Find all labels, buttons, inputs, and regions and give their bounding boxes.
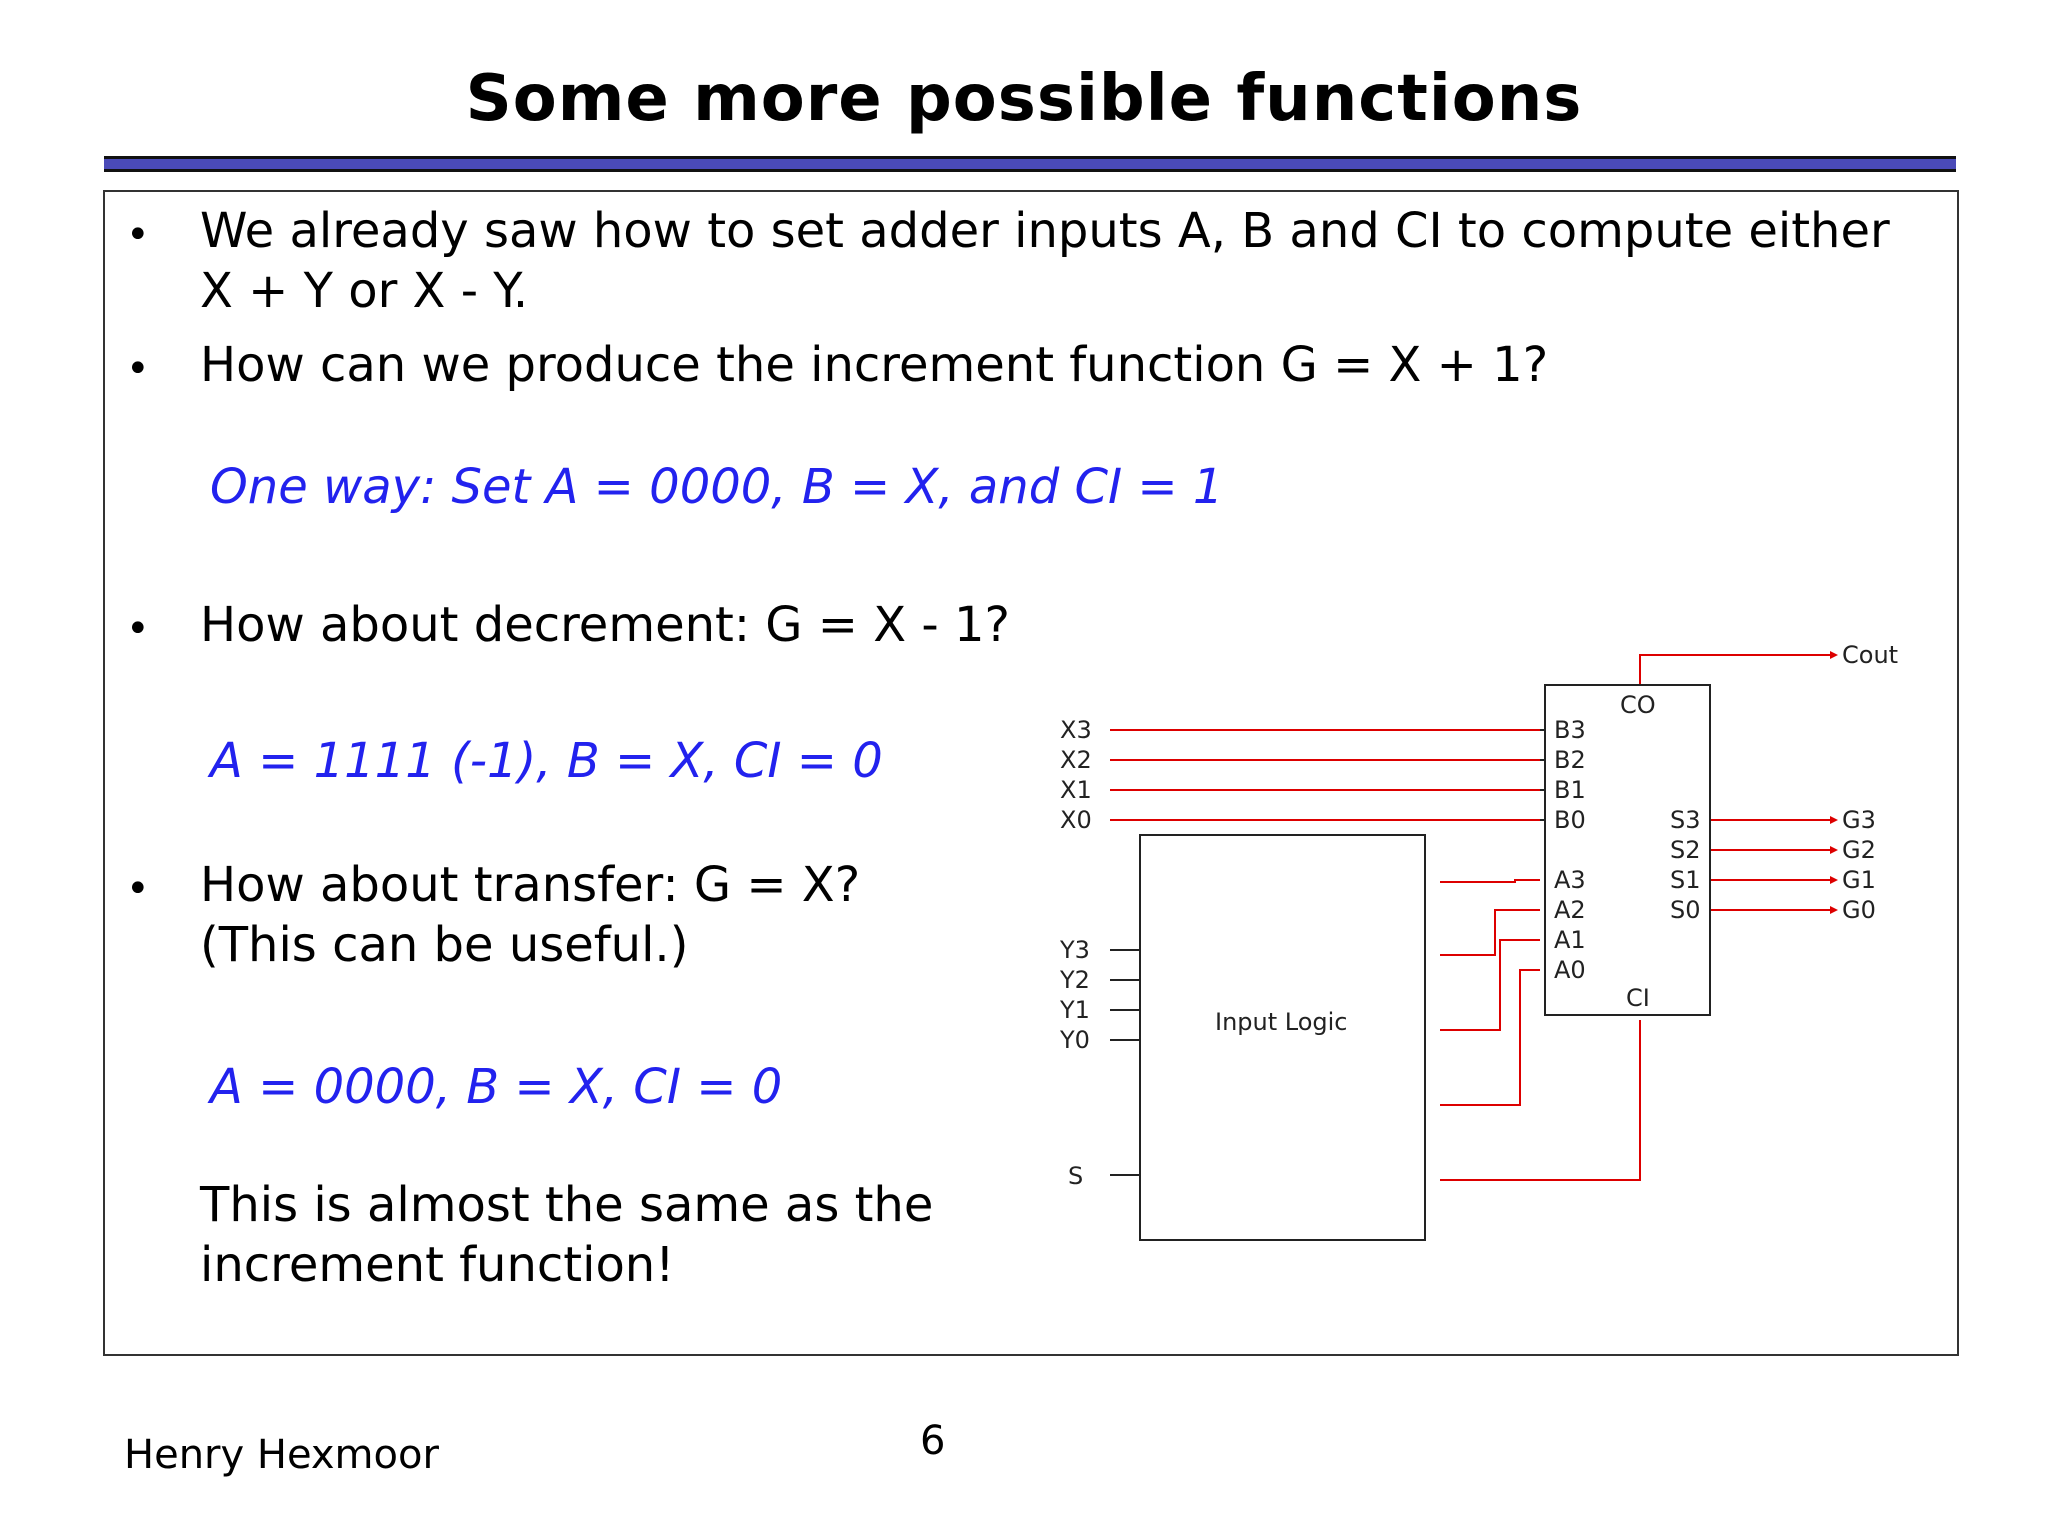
bullet-transfer-line1: How about transfer: G = X? [200, 857, 861, 913]
label-b1: B1 [1554, 776, 1586, 804]
wire-a0 [1440, 969, 1540, 1106]
label-a2: A2 [1554, 896, 1586, 924]
page-number: 6 [920, 1418, 946, 1464]
arrow-cout [1830, 651, 1838, 659]
arrow-g0 [1830, 906, 1838, 914]
input-logic-label: Input Logic [1215, 1008, 1348, 1036]
answer-transfer: A = 0000, B = X, CI = 0 [210, 1059, 783, 1115]
label-a3: A3 [1554, 866, 1586, 894]
bullet-marker: • [126, 212, 150, 258]
wire-a2 [1440, 909, 1540, 956]
label-s: S [1068, 1162, 1083, 1190]
label-y2: Y2 [1059, 966, 1090, 994]
label-s1: S1 [1670, 866, 1701, 894]
footer-author: Henry Hexmoor [124, 1432, 439, 1478]
label-x2: X2 [1060, 746, 1092, 774]
bullet-marker: • [126, 866, 150, 912]
red-wires [1110, 654, 1830, 1181]
bullet-adder-inputs-line1: We already saw how to set adder inputs A… [200, 203, 1890, 259]
answer-increment: One way: Set A = 0000, B = X, and CI = 1 [210, 459, 1224, 515]
wire-a1 [1440, 939, 1540, 1031]
label-g2: G2 [1842, 836, 1876, 864]
label-ci: CI [1626, 984, 1650, 1012]
label-b0: B0 [1554, 806, 1586, 834]
content-frame [103, 190, 1959, 1356]
input-logic-adder-diagram: X3 X2 X1 X0 Y3 Y2 Y1 Y0 S Input Logic B3… [1059, 641, 1898, 1241]
label-b3: B3 [1554, 716, 1586, 744]
arrow-g3 [1830, 816, 1838, 824]
arrowheads [1830, 651, 1838, 914]
label-y1: Y1 [1059, 996, 1090, 1024]
label-g1: G1 [1842, 866, 1876, 894]
arrow-g2 [1830, 846, 1838, 854]
label-x3: X3 [1060, 716, 1092, 744]
bullet-adder-inputs-line2: X + Y or X - Y. [200, 263, 529, 319]
bullet-marker: • [126, 606, 150, 652]
label-a0: A0 [1554, 956, 1586, 984]
label-y3: Y3 [1059, 936, 1090, 964]
note-line1: This is almost the same as the [200, 1177, 934, 1233]
title-divider [104, 156, 1956, 172]
label-x0: X0 [1060, 806, 1092, 834]
pin-stubs [1110, 729, 1545, 1176]
page-title: Some more possible functions [465, 62, 1583, 136]
label-b2: B2 [1554, 746, 1586, 774]
wire-cout [1639, 654, 1830, 685]
input-logic-block [1139, 834, 1426, 1241]
adder-block [1544, 684, 1711, 1016]
arrow-g1 [1830, 876, 1838, 884]
label-s3: S3 [1670, 806, 1701, 834]
label-s0: S0 [1670, 896, 1701, 924]
label-x1: X1 [1060, 776, 1092, 804]
bullet-transfer-line2: (This can be useful.) [200, 917, 689, 973]
label-cout: Cout [1842, 641, 1898, 669]
wire-a3 [1440, 879, 1540, 883]
bullet-marker: • [126, 346, 150, 392]
label-g3: G3 [1842, 806, 1876, 834]
answer-decrement: A = 1111 (-1), B = X, CI = 0 [210, 733, 883, 789]
label-a1: A1 [1554, 926, 1586, 954]
label-y0: Y0 [1059, 1026, 1090, 1054]
bullet-increment: How can we produce the increment functio… [200, 337, 1549, 393]
bullet-decrement: How about decrement: G = X - 1? [200, 597, 1010, 653]
label-s2: S2 [1670, 836, 1701, 864]
note-line2: increment function! [200, 1237, 675, 1293]
label-g0: G0 [1842, 896, 1876, 924]
label-co: CO [1620, 691, 1656, 719]
wire-ci [1440, 1020, 1641, 1181]
